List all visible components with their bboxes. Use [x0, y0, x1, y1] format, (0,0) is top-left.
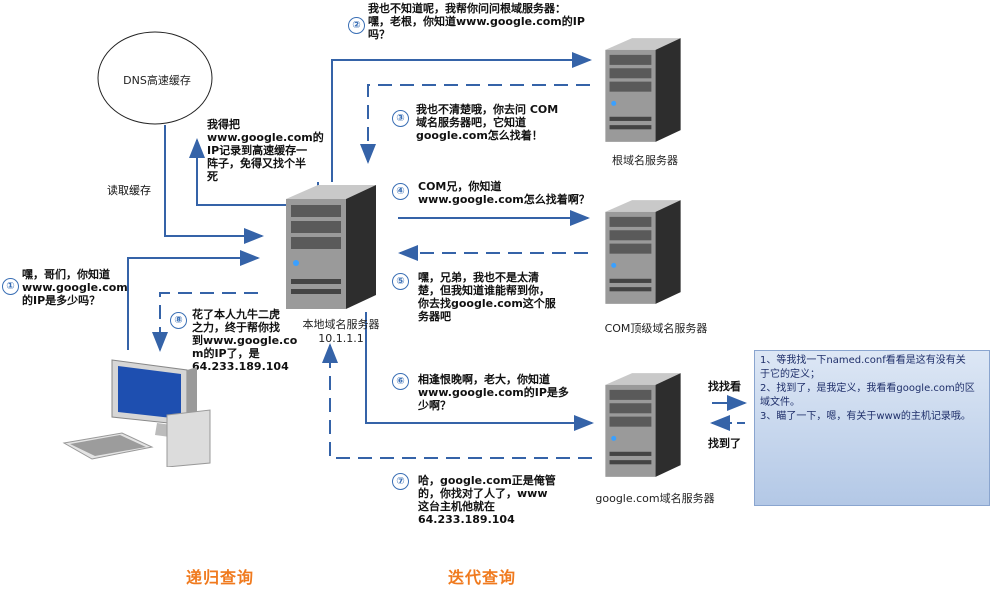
root-server-icon	[605, 38, 681, 142]
step3-arrow	[360, 84, 590, 164]
com-server-icon	[605, 200, 681, 304]
step-number-1: ①	[2, 278, 19, 295]
step2-text: 我也不知道呢，我帮你问问根域服务器： 嘿，老根，你知道www.google.co…	[368, 2, 585, 41]
dns-cache-cloud	[97, 31, 213, 125]
dns-cache-label: DNS高速缓存	[123, 74, 191, 87]
read-cache-label: 读取缓存	[107, 184, 151, 197]
root-server-label: 根域名服务器	[612, 154, 678, 167]
iterative-query-label: 迭代查询	[448, 568, 517, 587]
local-server-label: 本地域名服务器 10.1.1.1	[302, 318, 380, 345]
step2-arrow	[331, 52, 592, 182]
google-server-icon	[605, 373, 681, 477]
step7-arrow	[322, 343, 592, 459]
step7-text: 哈，google.com正是俺管 的，你找对了人了，www 这台主机他就在 64…	[418, 474, 556, 526]
client-computer-icon	[62, 359, 211, 467]
step-number-4: ④	[392, 183, 409, 200]
step-number-7: ⑦	[392, 473, 409, 490]
lookup-note-box: 1、等我找一下named.conf看看是这有没有关 于它的定义； 2、找到了，是…	[754, 350, 990, 506]
client-question-text: 嘿，哥们，你知道 www.google.com 的IP是多少吗？	[22, 268, 128, 307]
read-cache-arrow	[164, 125, 264, 244]
step3-text: 我也不清楚哦，你去问 COM 域名服务器吧，它知道 google.com怎么找着…	[416, 103, 559, 142]
step-number-6: ⑥	[392, 373, 409, 390]
step4-text: COM兄，你知道 www.google.com怎么找着啊？	[418, 180, 590, 206]
step5-text: 嘿，兄弟，我也不是太清 楚，但我知道谁能帮到你， 你去找google.com这个…	[418, 271, 556, 323]
local-server-icon	[286, 185, 376, 309]
client-answer-arrow	[152, 292, 258, 352]
client-query-arrow	[127, 250, 260, 350]
com-server-label: COM顶级域名服务器	[604, 322, 708, 335]
step6-text: 相逢恨晚啊，老大，你知道 www.google.com的IP是多 少啊？	[418, 373, 569, 412]
find-label: 找找看	[708, 380, 741, 393]
step-number-8: ⑧	[170, 312, 187, 329]
found-label: 找到了	[708, 437, 741, 450]
step-number-3: ③	[392, 110, 409, 127]
client-answer-text: 花了本人九牛二虎 之力，终于帮你找 到www.google.co m的IP了，是…	[192, 308, 298, 373]
cache-note: 我得把 www.google.com的 IP记录到高速缓存一 阵子，免得又找个半…	[207, 118, 324, 183]
google-server-label: google.com域名服务器	[595, 492, 715, 505]
recursive-query-label: 递归查询	[186, 568, 255, 587]
step6-arrow	[365, 312, 594, 431]
step-number-5: ⑤	[392, 273, 409, 290]
step-number-2: ②	[348, 17, 365, 34]
